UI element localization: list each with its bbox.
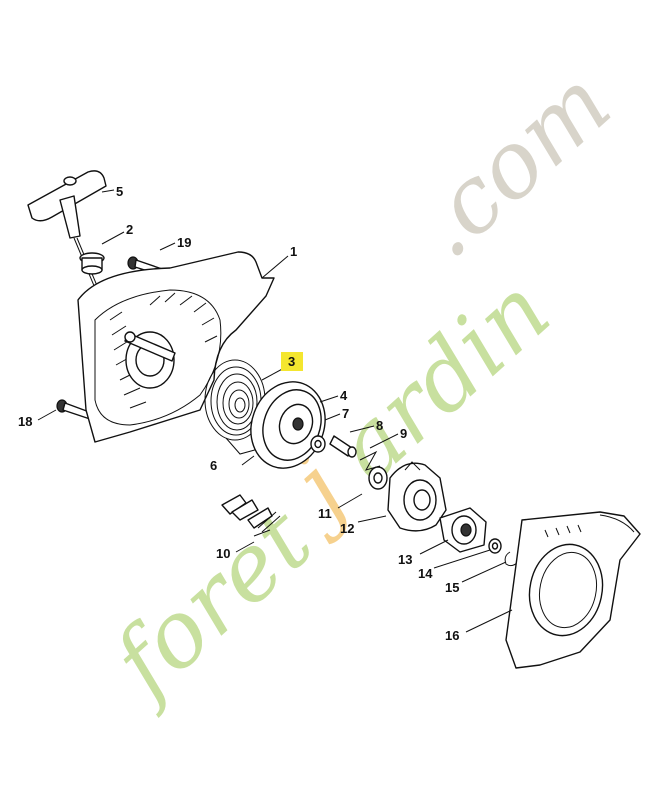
part-4-rope-rotor — [250, 381, 326, 469]
watermark-suffix: .com — [393, 49, 631, 278]
callout-15: 15 — [445, 580, 459, 595]
callout-16: 16 — [445, 628, 459, 643]
part-1-fan-housing — [77, 251, 275, 443]
callout-19: 19 — [177, 235, 191, 250]
callout-9: 9 — [400, 426, 407, 441]
callout-14: 14 — [418, 566, 433, 581]
callout-10: 10 — [216, 546, 230, 561]
callout-1: 1 — [290, 244, 297, 259]
callout-13: 13 — [398, 552, 412, 567]
part-13-starter-cup — [439, 507, 487, 553]
part-10-pawl-set — [221, 494, 281, 537]
part-5-starter-grip — [27, 170, 107, 301]
callout-3: 3 — [288, 354, 295, 369]
part-14-washer — [488, 538, 502, 554]
callout-18: 18 — [18, 414, 32, 429]
callout-labels: 5 2 19 1 3 4 7 8 9 6 11 12 10 13 14 15 1… — [18, 184, 459, 643]
watermark-left: foret — [89, 486, 333, 721]
part-2-rope-guide-bush — [79, 252, 105, 275]
callout-6: 6 — [210, 458, 217, 473]
part-8-pin — [329, 435, 357, 458]
leader-lines — [37, 189, 513, 633]
callout-8: 8 — [376, 418, 383, 433]
callout-12: 12 — [340, 521, 354, 536]
housing-fins — [109, 292, 218, 409]
part-7-washer — [310, 435, 326, 453]
callout-2: 2 — [126, 222, 133, 237]
part-11-washer — [368, 466, 388, 490]
callout-5: 5 — [116, 184, 123, 199]
part-16-shroud — [505, 511, 641, 669]
callout-4: 4 — [340, 388, 348, 403]
watermark-right: ardin — [315, 257, 570, 501]
callout-highlight — [281, 352, 303, 371]
part-12-pawl-carrier — [387, 461, 447, 532]
callout-11: 11 — [318, 506, 332, 521]
callout-7: 7 — [342, 406, 349, 421]
part-15-circlip — [504, 551, 519, 567]
